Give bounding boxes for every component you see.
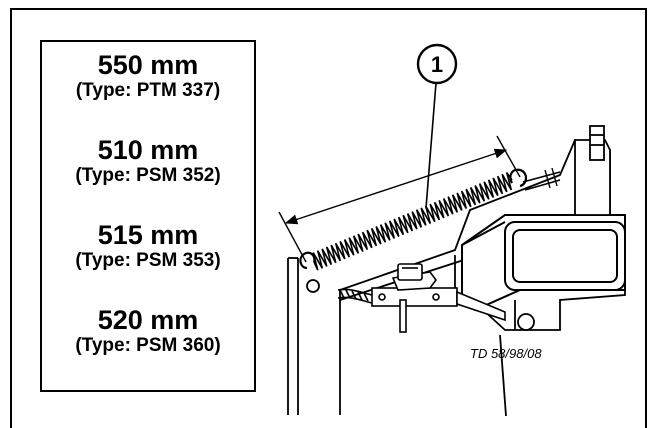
spec-type: (Type: PSM 352) bbox=[75, 165, 221, 186]
spec-length: 520 mm bbox=[97, 305, 199, 335]
spec-item: 510 mm (Type: PSM 352) bbox=[42, 135, 254, 187]
spec-item: 515 mm (Type: PSM 353) bbox=[42, 220, 254, 272]
spec-box: 550 mm (Type: PTM 337) 510 mm (Type: PSM… bbox=[40, 40, 256, 392]
pivot-holes bbox=[499, 300, 535, 417]
dimension-line bbox=[278, 135, 521, 263]
spec-length: 515 mm bbox=[97, 220, 199, 250]
callout-circle bbox=[416, 43, 458, 85]
adjuster-rod bbox=[337, 287, 506, 333]
locking-latch bbox=[391, 263, 437, 291]
callout-number: 1 bbox=[431, 52, 443, 77]
spec-item: 520 mm (Type: PSM 360) bbox=[42, 305, 254, 357]
spec-type: (Type: PTM 337) bbox=[75, 80, 221, 101]
figure-frame bbox=[10, 8, 647, 428]
spec-length: 510 mm bbox=[97, 135, 199, 165]
spec-item: 550 mm (Type: PTM 337) bbox=[42, 50, 254, 102]
spec-type: (Type: PSM 353) bbox=[75, 250, 221, 271]
drawing-reference: TD 58/98/08 bbox=[470, 346, 542, 361]
spec-length: 550 mm bbox=[97, 50, 199, 80]
spec-type: (Type: PSM 360) bbox=[75, 335, 221, 356]
callout-leader bbox=[425, 82, 437, 209]
frame-post bbox=[287, 257, 320, 415]
top-bracket bbox=[574, 125, 611, 216]
